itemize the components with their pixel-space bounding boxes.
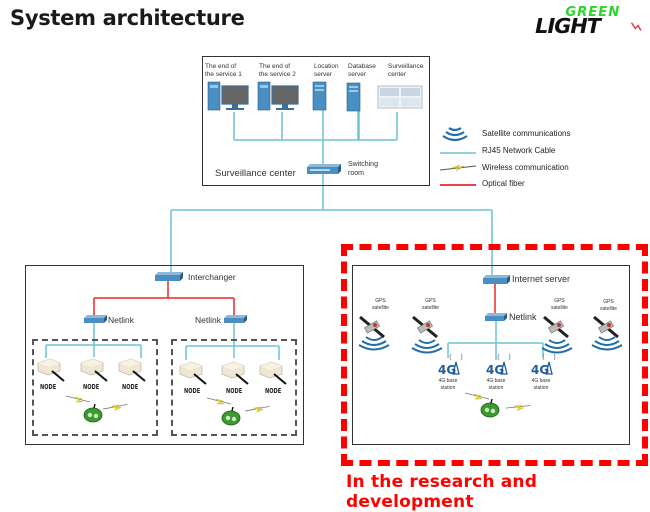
legend: Satellite communications RJ45 Network Ca… [438, 122, 608, 192]
switch-icon [483, 275, 510, 284]
netlink-label-right: Netlink [509, 312, 537, 322]
surveillance-center-label: Surveillance center [215, 168, 296, 179]
satellite-wave-icon [591, 336, 623, 351]
surveillance-center-box [202, 56, 430, 186]
legend-rj45-label: RJ45 Network Cable [482, 146, 556, 155]
server-tower-icon [346, 82, 361, 112]
tracker-device-icon [480, 398, 500, 418]
gps-satellite-icon [358, 315, 386, 339]
research-development-note: In the research and development [346, 472, 538, 512]
logo-green-text: GREEN [565, 5, 620, 20]
mobile-network-box [352, 265, 630, 445]
node-label: NODE [184, 387, 201, 395]
gps-satellite-icon [411, 315, 439, 339]
wireless-bolt-icon [439, 164, 477, 172]
node-group-1 [32, 339, 158, 436]
node-label: NODE [265, 387, 282, 395]
mobile-network-icons: 4G [358, 315, 623, 418]
desktop-computer-icon [207, 81, 249, 111]
wireless-bolt-icon [505, 399, 531, 415]
legend-fiber-label: Optical fiber [482, 179, 525, 188]
satellite-wave-icon [358, 336, 390, 351]
satellite-wave-icon [541, 339, 573, 354]
base-station-tower-icon [485, 353, 511, 378]
switch-icon [155, 272, 183, 281]
node-group-2 [171, 339, 297, 436]
switch-icon [485, 313, 507, 321]
node-label: NODE [83, 383, 100, 391]
switch-icon [224, 315, 247, 323]
switch-icon [84, 315, 107, 323]
interchanger-label: Interchanger [188, 272, 236, 282]
server-tower-icon [312, 81, 327, 111]
switch-icon [307, 164, 341, 174]
base-station-tower-icon [437, 353, 463, 378]
device-icons [84, 81, 510, 323]
base-station-tower-icon [530, 353, 556, 378]
wireless-bolt-icon [464, 392, 490, 400]
logo-light-text: LIGHT [535, 14, 603, 36]
local-network-box [25, 265, 304, 445]
research-development-highlight [341, 244, 648, 466]
gps-satellite-icon [542, 315, 570, 339]
legend-satellite-label: Satellite communications [482, 129, 571, 138]
gps-satellite-icon [592, 315, 620, 339]
desktop-computer-icon [257, 81, 299, 111]
satellite-wave-icon [442, 127, 468, 142]
satellite-wave-icon [411, 339, 443, 354]
netlink-label-left-1: Netlink [108, 315, 134, 325]
node-label: NODE [226, 387, 243, 395]
netlink-label-left-2: Netlink [195, 315, 221, 325]
legend-wireless-label: Wireless communication [482, 163, 569, 172]
optical-fibers [93, 280, 496, 318]
green-light-logo: GREEN LIGHT [535, 5, 642, 36]
monitoring-screen-icon [377, 85, 423, 109]
node-label: NODE [122, 383, 139, 391]
page-title: System architecture [10, 6, 245, 30]
node-label: NODE [40, 383, 57, 391]
connection-lines [45, 110, 544, 360]
internet-server-label: Internet server [512, 274, 571, 284]
